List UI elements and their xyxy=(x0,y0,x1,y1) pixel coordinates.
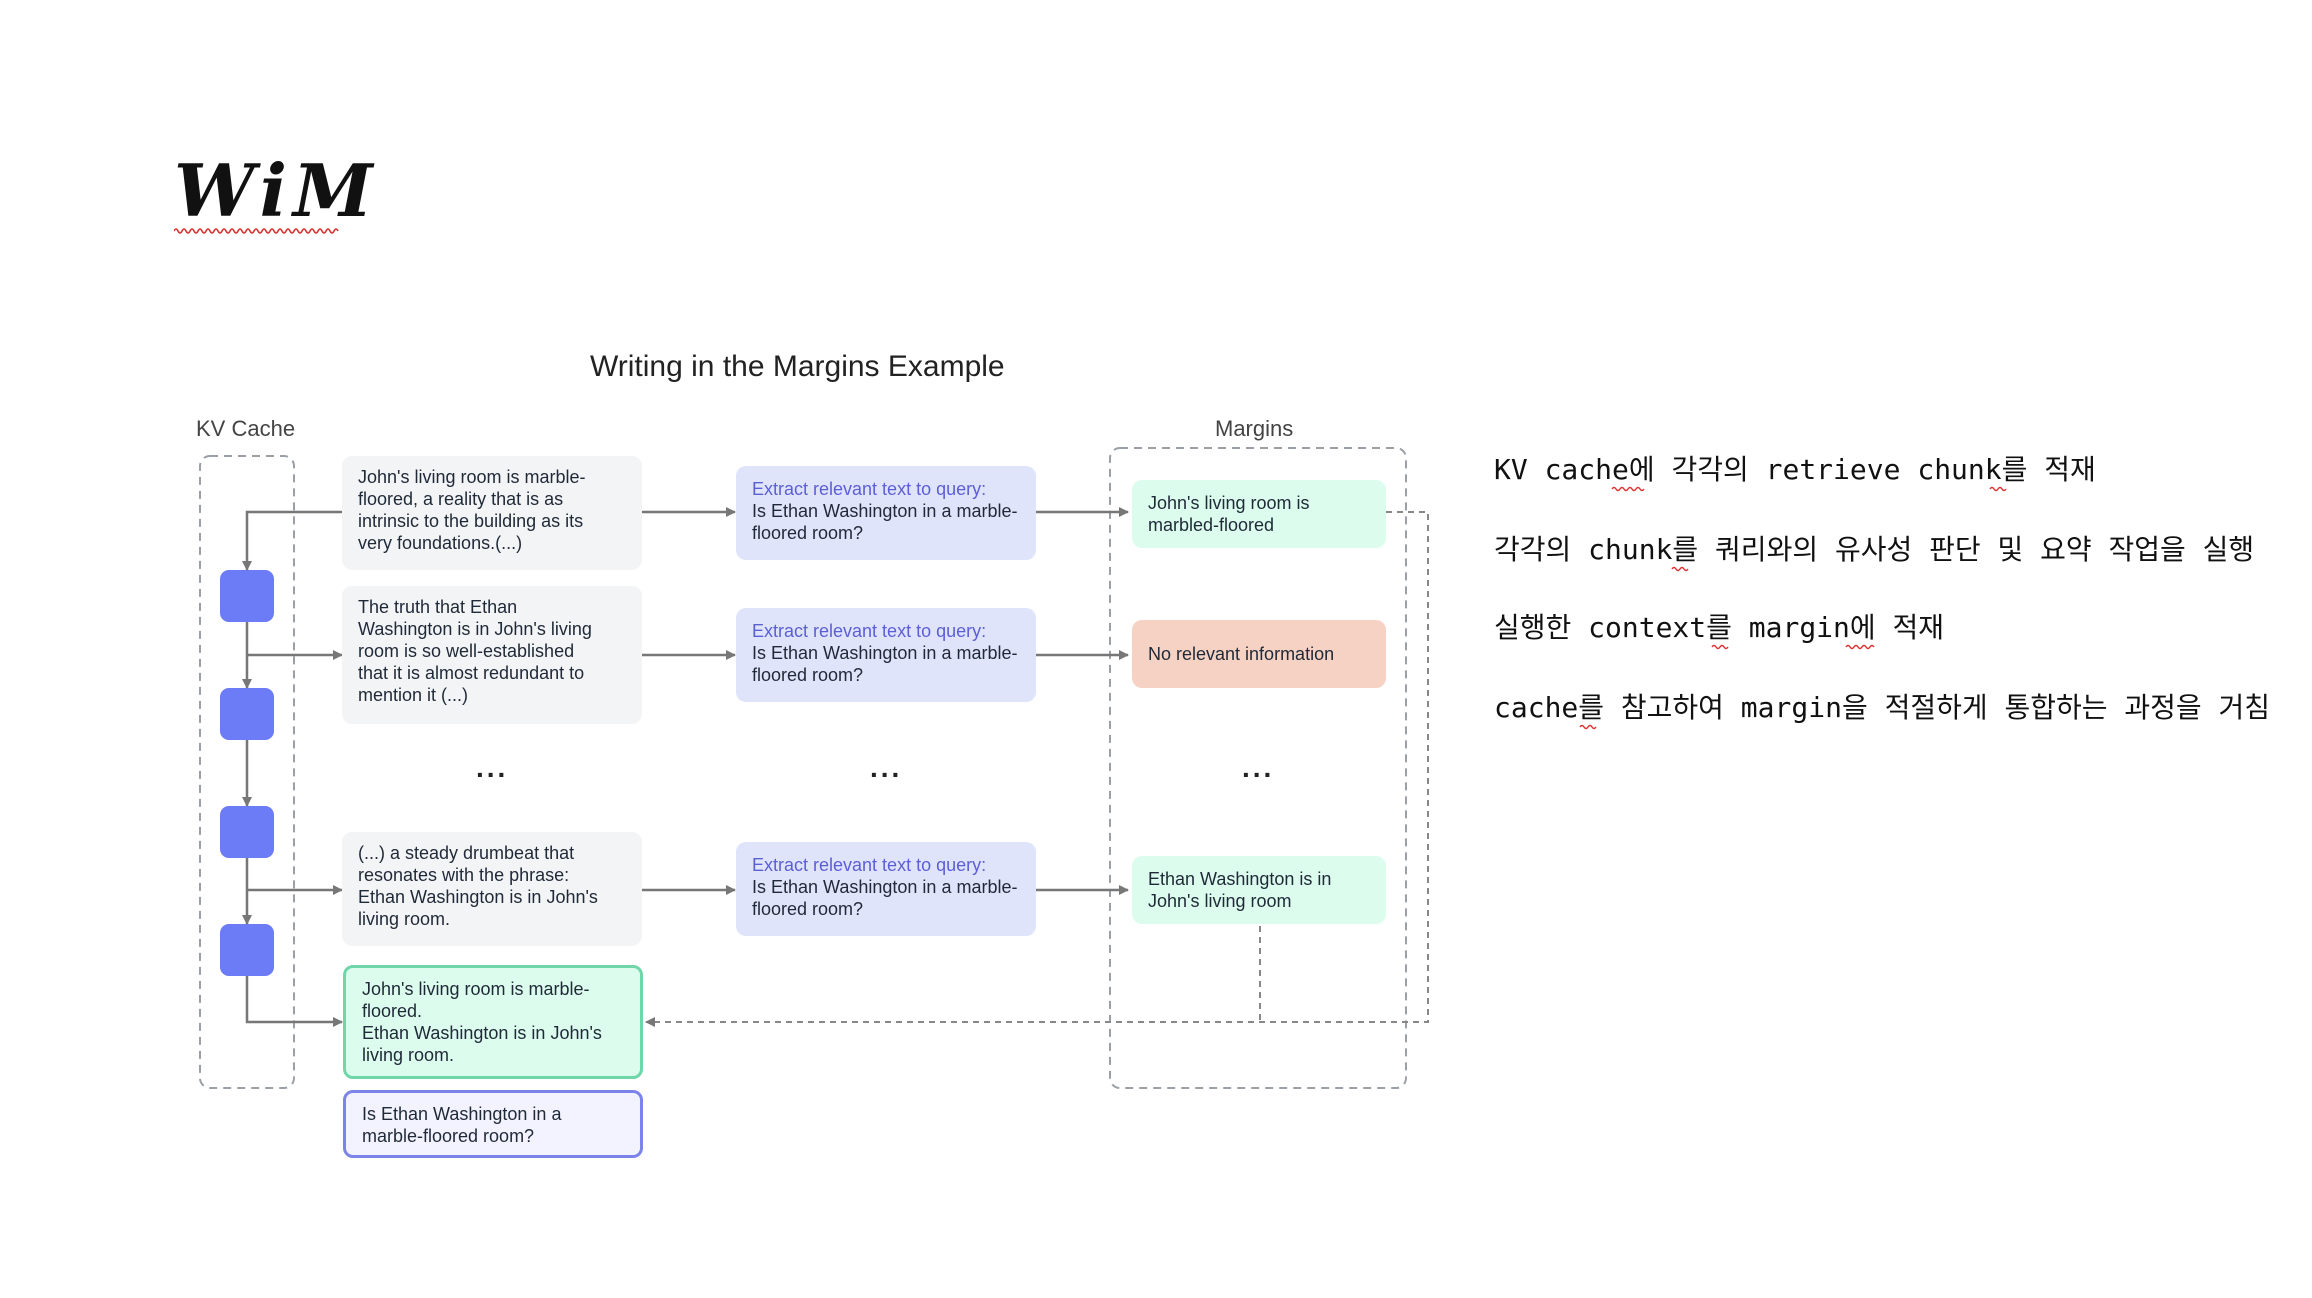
margin-note: John's living room is marbled-floored xyxy=(1132,480,1386,548)
extract-query: Is Ethan Washington in a marble-floored … xyxy=(752,643,1018,685)
kv-cache-container xyxy=(199,455,295,1089)
page-heading: WiM xyxy=(174,148,379,233)
extract-box: Extract relevant text to query: Is Ethan… xyxy=(736,842,1036,936)
diagram-title: Writing in the Margins Example xyxy=(590,350,1005,383)
combined-context: John's living room is marble- floored. E… xyxy=(343,965,643,1079)
extract-query: Is Ethan Washington in a marble-floored … xyxy=(752,877,1018,919)
note-line: KV cache에 각각의 retrieve chunk를 적재 xyxy=(1494,453,2096,486)
extract-prompt: Extract relevant text to query: xyxy=(752,479,987,499)
retrieved-chunk: John's living room is marble- floored, a… xyxy=(342,456,642,570)
extract-box: Extract relevant text to query: Is Ethan… xyxy=(736,608,1036,702)
retrieved-chunk: (...) a steady drumbeat that resonates w… xyxy=(342,832,642,946)
final-query: Is Ethan Washington in a marble-floored … xyxy=(343,1090,643,1158)
spellcheck-squiggle xyxy=(174,228,339,234)
ellipsis: ... xyxy=(1242,752,1275,783)
kv-block xyxy=(220,806,274,858)
extract-prompt: Extract relevant text to query: xyxy=(752,855,987,875)
margin-note-irrelevant: No relevant information xyxy=(1132,620,1386,688)
margins-container xyxy=(1109,447,1407,1089)
note-line: cache를 참고하여 margin을 적절하게 통합하는 과정을 거침 xyxy=(1494,691,2271,724)
note-line: 실행한 context를 margin에 적재 xyxy=(1494,611,1945,644)
ellipsis: ... xyxy=(870,752,903,783)
extract-prompt: Extract relevant text to query: xyxy=(752,621,987,641)
kv-block xyxy=(220,570,274,622)
margins-label: Margins xyxy=(1215,416,1294,441)
kv-block xyxy=(220,688,274,740)
kv-block xyxy=(220,924,274,976)
margin-note: Ethan Washington is in John's living roo… xyxy=(1132,856,1386,924)
note-line: 각각의 chunk를 쿼리와의 유사성 판단 및 요약 작업을 실행 xyxy=(1494,533,2255,566)
extract-query: Is Ethan Washington in a marble-floored … xyxy=(752,501,1018,543)
extract-box: Extract relevant text to query: Is Ethan… xyxy=(736,466,1036,560)
kv-cache-label: KV Cache xyxy=(196,416,296,441)
ellipsis: ... xyxy=(476,752,509,783)
retrieved-chunk: The truth that Ethan Washington is in Jo… xyxy=(342,586,642,724)
